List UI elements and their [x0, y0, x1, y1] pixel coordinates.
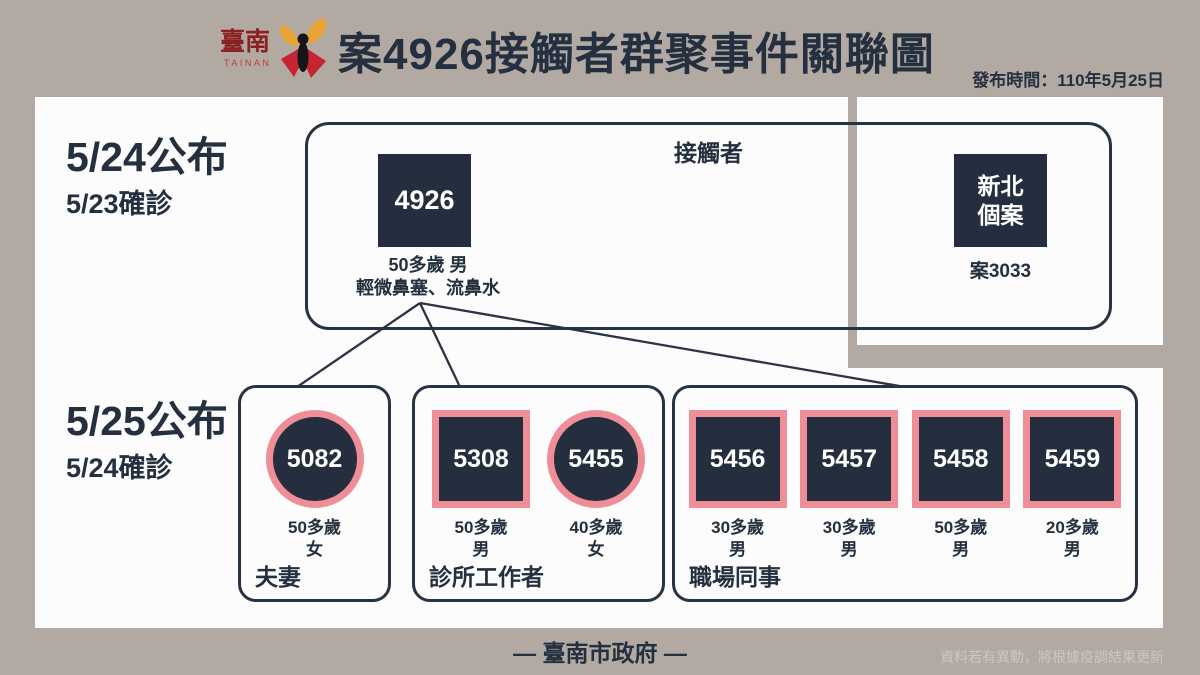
case-id: 5457 — [821, 444, 877, 473]
announce-date: 5/24公布 — [66, 134, 228, 180]
case-id: 5458 — [932, 444, 989, 473]
case-age-line: 50多歲 — [454, 518, 508, 537]
case-age-line: 30多歲 — [711, 518, 765, 537]
case-node: 5456 30多歲 男 — [688, 410, 787, 561]
case-age-line: 50多歲 — [934, 518, 988, 537]
announce-date: 5/25公布 — [66, 398, 228, 444]
case-age-sex: 50多歲 男 — [934, 517, 987, 561]
logo-text-glyph: 臺南 — [220, 28, 270, 56]
case-sex-line: 男 — [1063, 540, 1081, 560]
case-age-sex: 50多歲 女 — [288, 517, 341, 561]
case-age-sex: 50多歲 男 — [455, 517, 508, 561]
case-node: 5457 30多歲 男 — [800, 410, 899, 561]
stage-bottom-label: 5/25公布 5/24確診 — [66, 398, 228, 485]
case-id: 5456 — [709, 444, 766, 473]
external-case-name-line1: 新北 — [977, 173, 1024, 200]
case-id: 5455 — [568, 444, 624, 473]
group-label: 職場同事 — [689, 564, 781, 590]
group-box: 5308 50多歲 男 5455 40多歲 女 診所工作者 — [412, 385, 665, 602]
logo-subtext-glyph: TAINAN — [224, 58, 271, 68]
page-title: 案4926接觸者群聚事件關聯圖 — [338, 30, 935, 79]
case-shape: 5458 — [911, 410, 1010, 508]
group-label: 診所工作者 — [429, 564, 544, 590]
footer-note: 資料若有異動，將根據疫調結果更新 — [940, 649, 1164, 665]
case-age-sex: 40多歲 女 — [570, 517, 623, 561]
case-sex-line: 男 — [840, 540, 858, 560]
index-case-desc: 50多歲 男 輕微鼻塞、流鼻水 — [293, 254, 563, 299]
case-sex-line: 男 — [472, 540, 490, 560]
contact-box: 接觸者 4926 50多歲 男 輕微鼻塞、流鼻水 新北 個案 案3033 — [305, 122, 1112, 330]
index-case-desc-line1: 50多歲 男 — [388, 255, 468, 275]
confirm-date: 5/24確診 — [66, 453, 173, 484]
footer-org: — 臺南市政府 — — [513, 640, 687, 666]
case-age-sex: 20多歲 男 — [1046, 517, 1099, 561]
case-shape: 5308 — [432, 410, 530, 508]
confirm-date: 5/23確診 — [66, 189, 173, 220]
case-shape: 5456 — [688, 410, 787, 508]
group-box: 5456 30多歲 男 5457 30多歲 男 5458 50多歲 男 5459… — [672, 385, 1138, 602]
case-node: 5308 50多歲 男 — [432, 410, 530, 561]
publish-time: 發布時間：110年5月25日 — [972, 71, 1164, 90]
case-age-line: 20多歲 — [1045, 518, 1099, 537]
case-sex-line: 女 — [587, 540, 605, 560]
cases-row: 5082 50多歲 女 — [241, 388, 388, 599]
case-age-line: 50多歲 — [288, 518, 341, 537]
external-case-node: 新北 個案 — [954, 154, 1047, 247]
group-label: 夫妻 — [255, 564, 301, 590]
case-node: 5082 50多歲 女 — [265, 410, 364, 561]
case-age-sex: 30多歲 男 — [823, 517, 876, 561]
index-case-id: 4926 — [394, 185, 455, 215]
case-age-sex: 30多歲 男 — [711, 517, 764, 561]
case-sex-line: 女 — [305, 540, 323, 560]
case-shape: 5457 — [800, 410, 899, 508]
case-id: 5308 — [453, 444, 509, 473]
case-age-line: 30多歲 — [822, 518, 876, 537]
index-case-node: 4926 — [378, 154, 471, 247]
external-case-name-line2: 個案 — [977, 201, 1024, 228]
case-node: 5458 50多歲 男 — [911, 410, 1010, 561]
case-sex-line: 男 — [952, 540, 970, 560]
external-case-name: 新北 個案 — [978, 172, 1024, 228]
case-shape: 5082 — [265, 410, 364, 508]
butterfly-mark — [280, 18, 327, 78]
contact-box-label: 接觸者 — [674, 140, 743, 166]
tainan-logo: 臺南 TAINAN — [218, 8, 334, 94]
case-node: 5455 40多歲 女 — [547, 410, 645, 561]
index-case-desc-line2: 輕微鼻塞、流鼻水 — [356, 277, 500, 298]
external-case-number: 案3033 — [969, 261, 1032, 282]
case-sex-line: 男 — [729, 540, 747, 560]
case-id: 5459 — [1044, 444, 1101, 473]
group-box: 5082 50多歲 女 夫妻 — [238, 385, 391, 602]
case-shape: 5459 — [1023, 410, 1122, 508]
stage-top-label: 5/24公布 5/23確診 — [66, 134, 228, 221]
case-shape: 5455 — [547, 410, 645, 508]
cases-row: 5456 30多歲 男 5457 30多歲 男 5458 50多歲 男 5459… — [675, 388, 1135, 599]
case-node: 5459 20多歲 男 — [1023, 410, 1122, 561]
case-age-line: 40多歲 — [569, 518, 623, 537]
cases-row: 5308 50多歲 男 5455 40多歲 女 — [415, 388, 662, 599]
case-id: 5082 — [286, 444, 343, 473]
